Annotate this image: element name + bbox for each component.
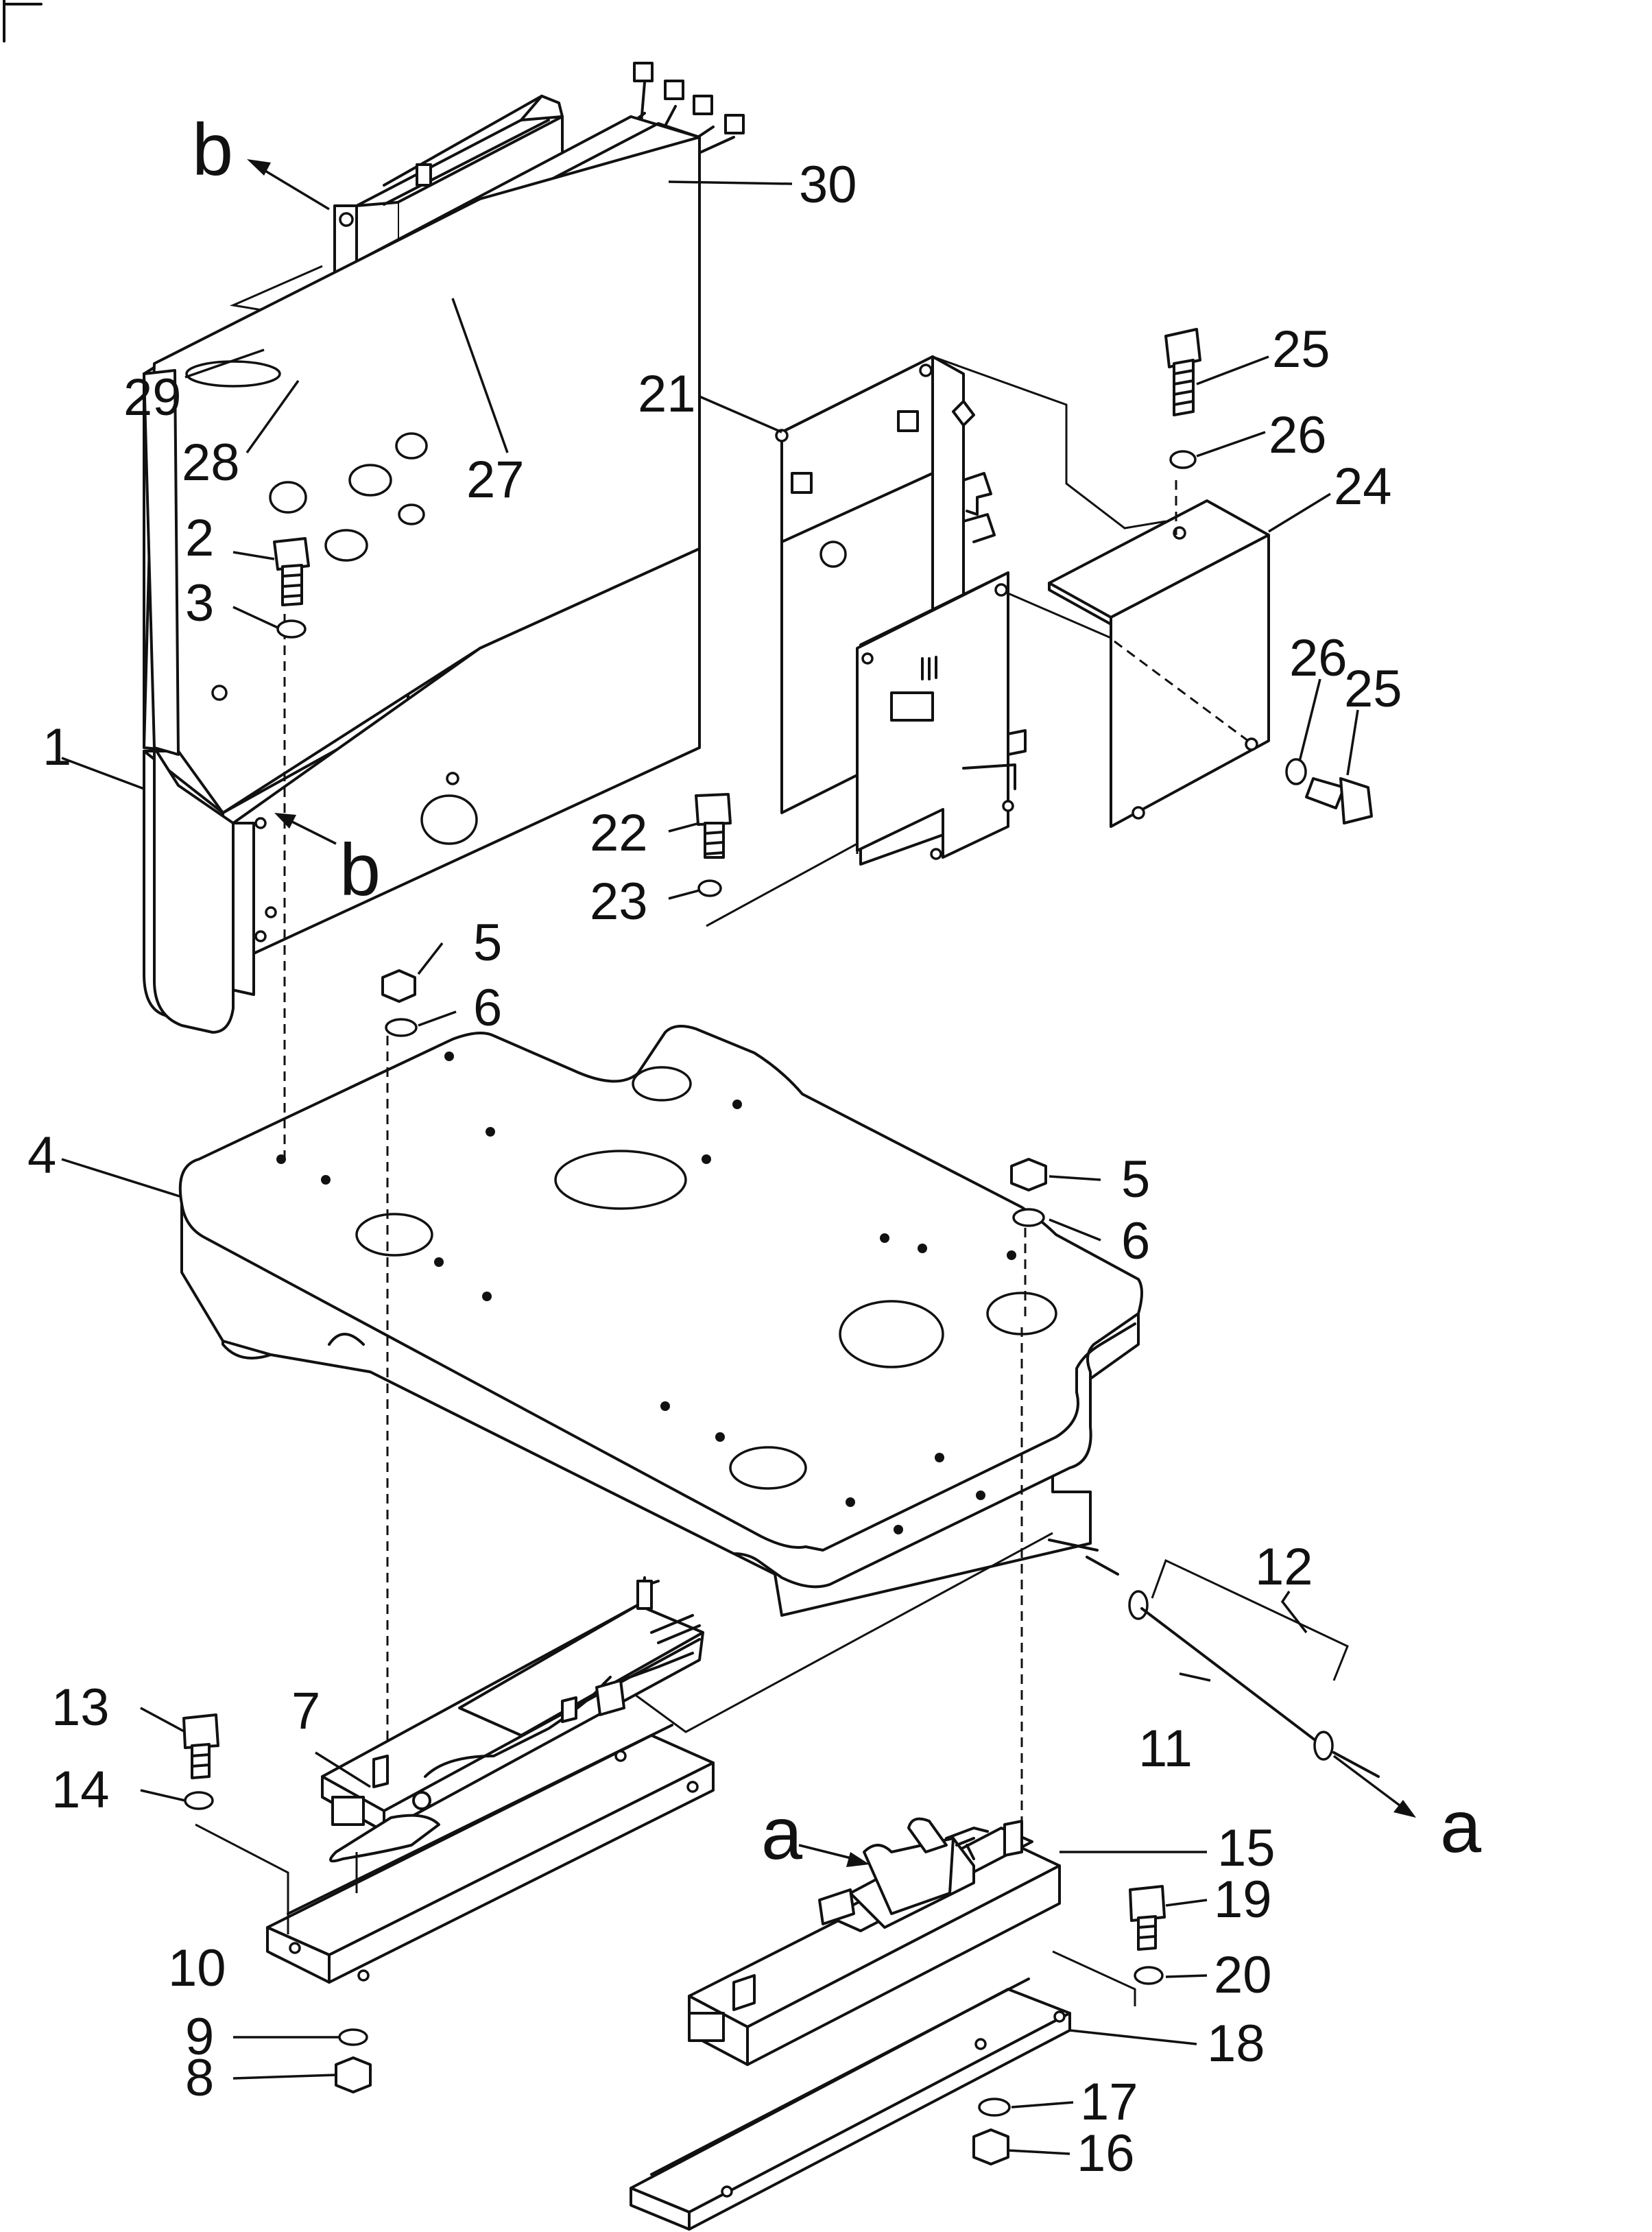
- bolt-13: [182, 1713, 219, 1779]
- floor-plate-4: [178, 1025, 1143, 1617]
- ref-a-left: a: [761, 1792, 803, 1875]
- callout-24: 24: [1334, 458, 1392, 516]
- washer-3: [276, 619, 307, 639]
- bracket-21: [775, 355, 1027, 866]
- washer-20: [1134, 1966, 1164, 1985]
- callout-20: 20: [1214, 1946, 1272, 2004]
- washer-17: [978, 2098, 1011, 2117]
- callout-21: 21: [638, 365, 696, 423]
- link-rod-11: [1048, 1539, 1380, 1778]
- callout-labels: 1 2 3 4 5 6 5 6 7 8 9 10 11 12 13 14 15 …: [27, 108, 1482, 2183]
- callout-13: 13: [51, 1678, 110, 1737]
- callout-26-top: 26: [1269, 406, 1327, 464]
- callout-6-right: 6: [1121, 1212, 1150, 1270]
- callout-6-left: 6: [473, 979, 502, 1037]
- callout-5-left: 5: [473, 914, 502, 972]
- callout-10: 10: [168, 1939, 226, 1997]
- washer-6-left: [385, 1018, 418, 1037]
- washer-26-side: [1285, 758, 1307, 785]
- washer-23: [697, 879, 722, 897]
- cover-fastener-line: [1114, 640, 1249, 742]
- callout-26-side: 26: [1289, 629, 1348, 687]
- ref-b-side: b: [339, 828, 381, 911]
- bolt-19: [1129, 1885, 1166, 1951]
- bolt-22: [695, 793, 732, 859]
- corner-mark: [3, 0, 43, 43]
- callout-23: 23: [590, 872, 648, 931]
- callout-22: 22: [590, 804, 648, 862]
- callout-2: 2: [185, 509, 214, 567]
- leader-lines: [61, 180, 1359, 2155]
- callout-28: 28: [182, 434, 240, 492]
- washer-9: [338, 2028, 368, 2046]
- nut-5-left: [381, 969, 416, 1003]
- callout-3: 3: [185, 574, 214, 632]
- callout-27: 27: [466, 451, 525, 509]
- callout-16: 16: [1077, 2124, 1135, 2183]
- callout-4: 4: [27, 1126, 56, 1185]
- bolt-25-top: [1164, 328, 1201, 416]
- nut-16: [972, 2128, 1009, 2165]
- callout-5-right: 5: [1121, 1150, 1150, 1209]
- callout-29: 29: [123, 368, 182, 427]
- washer-26-top: [1169, 450, 1197, 469]
- clip-12-bracket: [1151, 1558, 1349, 1681]
- nut-8: [335, 2056, 372, 2093]
- callout-15: 15: [1217, 1819, 1276, 1877]
- callout-9: 9: [185, 2008, 214, 2066]
- washer-6-right: [1012, 1208, 1045, 1227]
- bolt-25-side: [1305, 777, 1373, 824]
- callout-12: 12: [1255, 1538, 1313, 1596]
- callout-17: 17: [1080, 2073, 1138, 2131]
- ref-arrow-b-top: [247, 159, 330, 211]
- link-rod-line: [634, 1532, 1053, 1733]
- callout-14: 14: [51, 1761, 110, 1819]
- slide-rail-15: [688, 1817, 1061, 2066]
- rail-18-bracket: [1052, 1950, 1136, 2006]
- callout-8: 8: [185, 2049, 214, 2107]
- rail-10-leader-bracket: [195, 1823, 289, 1934]
- callout-18: 18: [1207, 2015, 1265, 2073]
- callout-25-top: 25: [1272, 320, 1330, 379]
- cover-24: [1048, 499, 1270, 828]
- rail-10: [266, 1724, 715, 1984]
- callout-11: 11: [1138, 1720, 1193, 1778]
- callout-30: 30: [799, 156, 857, 214]
- ref-arrow-a-right: [1332, 1755, 1416, 1818]
- ref-a-right: a: [1440, 1785, 1482, 1868]
- cover-align-line: [1007, 592, 1112, 639]
- washer-14: [184, 1791, 214, 1810]
- ref-arrow-b-side: [274, 813, 337, 845]
- callout-1: 1: [43, 718, 71, 776]
- ref-b-top: b: [192, 108, 233, 191]
- callout-25-side: 25: [1344, 660, 1402, 718]
- bolt-2: [273, 537, 310, 606]
- cover-guide-line: [932, 355, 1166, 530]
- ref-arrow-a-left: [798, 1844, 870, 1867]
- riser-box-1: [143, 115, 701, 1034]
- bracket-ref-line: [706, 842, 859, 927]
- callout-19: 19: [1214, 1871, 1272, 1929]
- slide-rail-7: [321, 1576, 704, 1863]
- nut-5-right: [1010, 1158, 1047, 1191]
- callout-7: 7: [291, 1682, 320, 1740]
